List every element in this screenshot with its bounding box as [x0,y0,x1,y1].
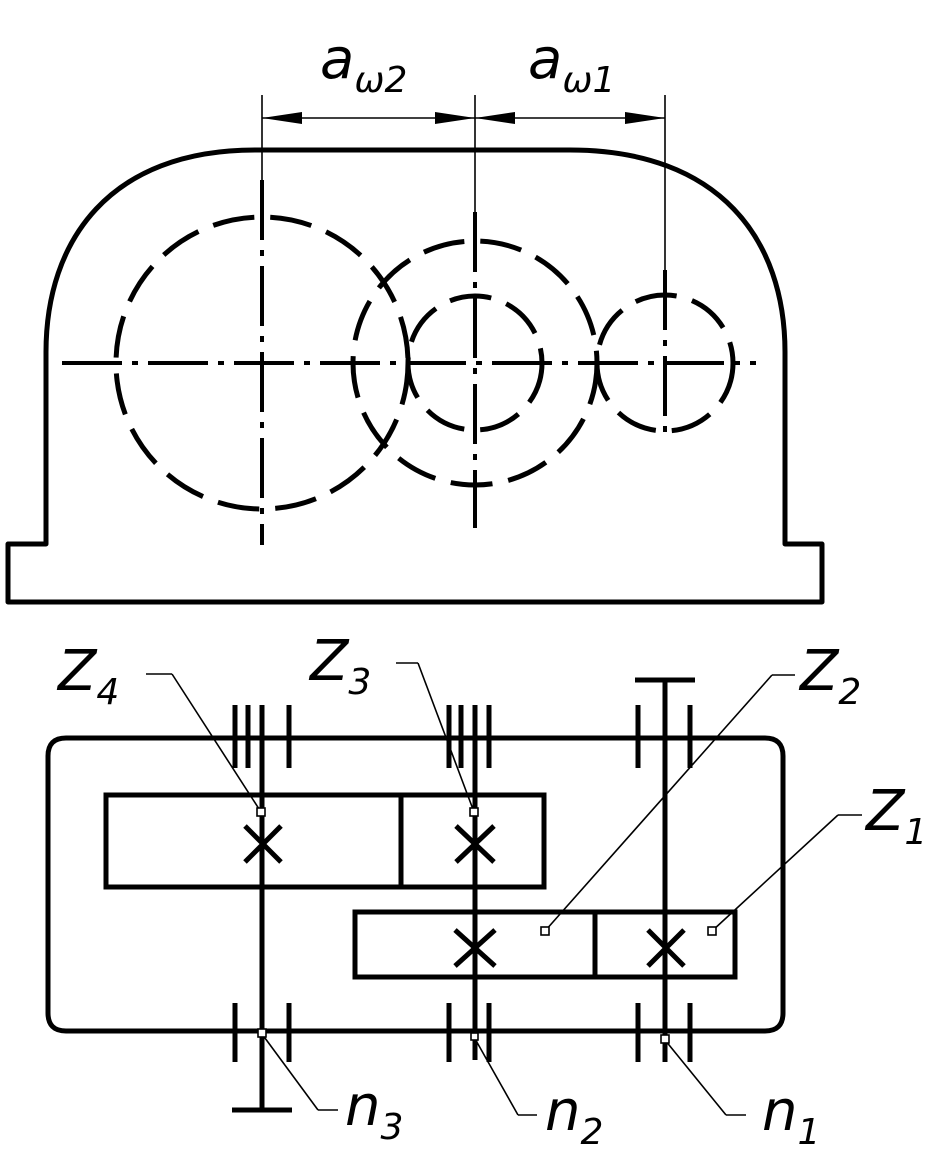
leader-z1-diag [711,814,839,932]
bearing-top-shaft-3 [232,705,292,768]
leader-z4-diag [171,673,262,813]
leader-z2-diag [544,674,773,932]
bearing-bottom-shaft-3 [232,1003,292,1062]
gear-z4 [103,792,404,890]
leader-z3-diag [417,662,475,813]
gear-z1 [592,909,738,980]
label-n3: n3 [345,1074,403,1148]
mark-z3 [469,807,479,817]
scheme-housing [45,735,786,1034]
mark-n3 [257,1028,267,1038]
label-z3: Z3 [308,629,371,703]
gear-z3 [398,792,547,890]
bearing-top-shaft-1 [635,705,693,768]
gear-z3-fixed-mark [454,824,496,864]
label-z4: Z4 [56,639,119,713]
bearing-bottom-shaft-1 [635,1003,693,1062]
gear-z3-inner-pitch-circle [405,293,545,433]
leader-n1-diag [664,1039,727,1116]
gear-z4-fixed-mark [243,824,283,864]
mark-n1 [660,1034,670,1044]
mark-z2 [540,926,550,936]
label-aw1: aω1 [528,27,615,101]
leader-n2-diag [473,1036,519,1116]
label-z1: Z1 [864,779,927,853]
gear-z3-outer-pitch-circle [350,238,600,488]
mark-z4 [256,807,266,817]
housing-outline [5,147,825,605]
label-n2: n2 [545,1079,603,1153]
gear-z1-pitch-circle [594,292,736,434]
gear-z1-fixed-mark [646,928,686,968]
label-aw2: aω2 [320,27,407,101]
leader-n3-diag [261,1033,319,1111]
gear-z2-fixed-mark [453,928,497,968]
label-z2: Z2 [798,639,861,713]
label-n1: n1 [762,1079,820,1153]
mark-z1 [707,926,717,936]
mark-n2 [470,1032,479,1041]
bearing-top-shaft-2 [446,705,492,768]
bearing-bottom-shaft-2 [446,1003,492,1062]
